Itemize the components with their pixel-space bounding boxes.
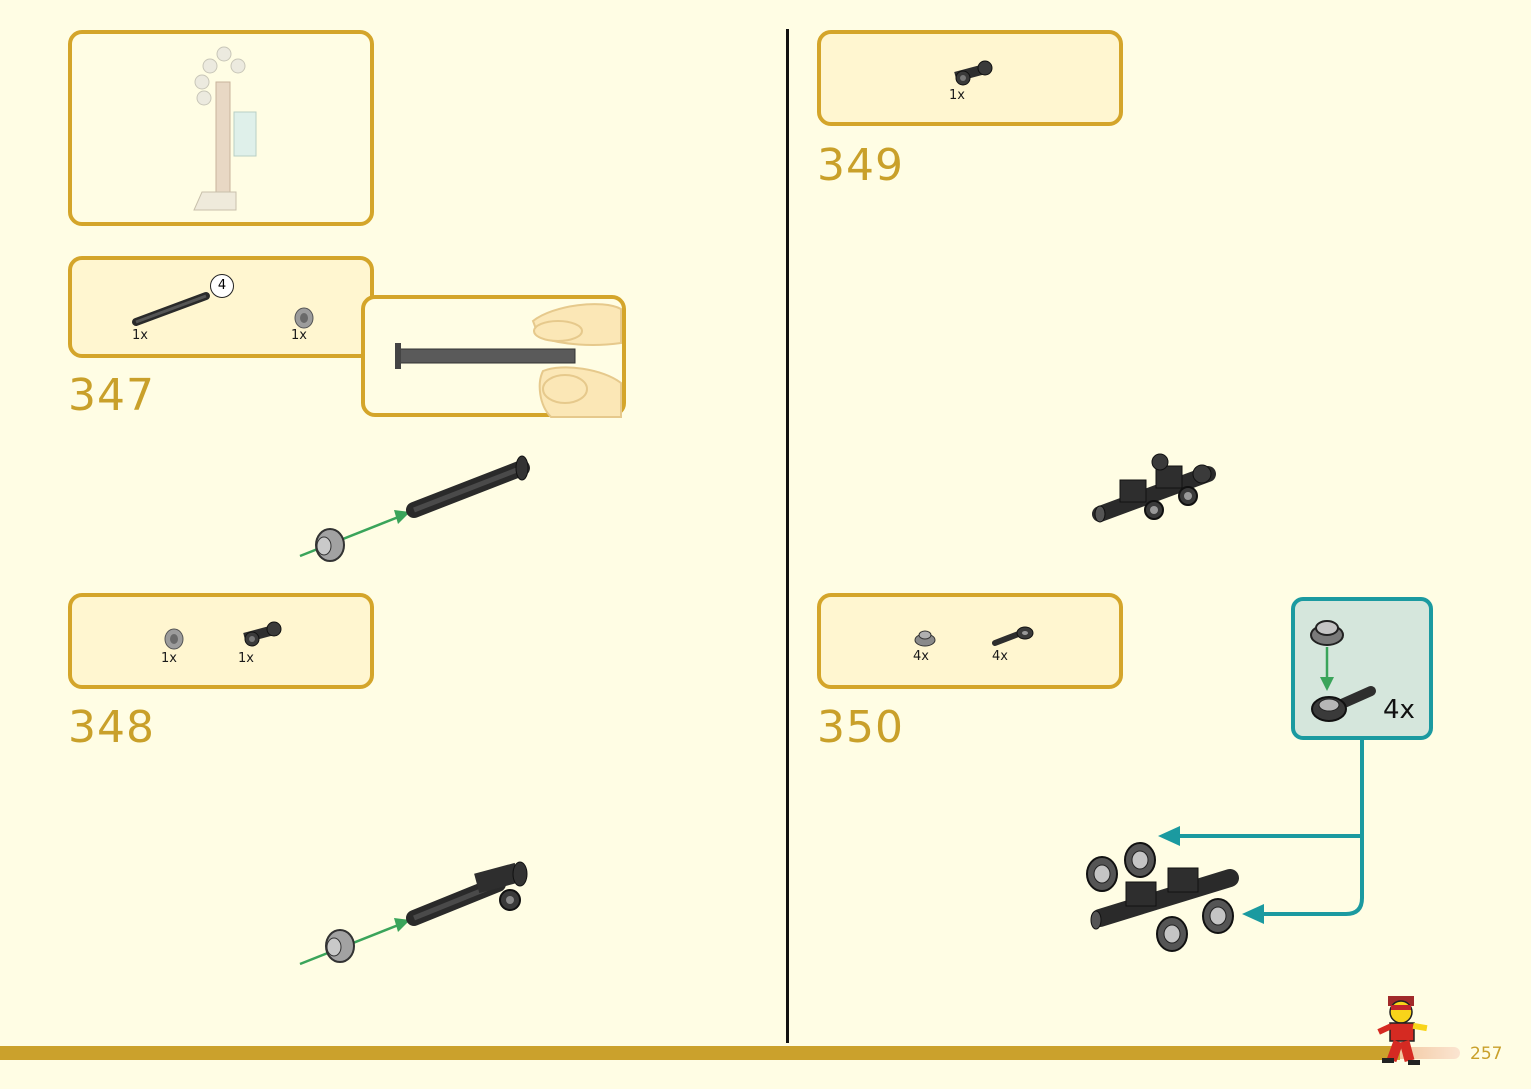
axle-connector-icon — [243, 621, 282, 647]
axle-connector-icon — [954, 60, 993, 86]
step-350-assembly-icon — [1086, 842, 1239, 952]
parts-list-348: 1x 1x — [68, 593, 374, 689]
footer-bar-fade — [1400, 1047, 1460, 1059]
part-qty: 1x — [161, 651, 177, 666]
axle-4-icon — [132, 292, 210, 326]
parts-list-347: 4 1x 1x — [68, 256, 374, 358]
part-qty: 1x — [132, 328, 148, 343]
step-number-349: 349 — [817, 140, 904, 191]
axle-length-guide-icon — [395, 303, 622, 418]
callout-arrows — [1158, 738, 1364, 924]
model-overview-panel — [68, 30, 374, 226]
bush-icon — [164, 628, 184, 650]
minifig-mascot-icon — [1377, 996, 1428, 1065]
parts-list-349: 1x — [817, 30, 1123, 126]
step-number-347: 347 — [68, 370, 155, 421]
part-qty: 4x — [992, 649, 1008, 664]
step-348-assembly-icon — [299, 861, 528, 966]
part-qty: 4x — [913, 649, 929, 664]
page-divider — [786, 29, 789, 1043]
step-349-assembly-icon — [1092, 453, 1216, 523]
parts-list-350: 4x 4x — [817, 593, 1123, 689]
step-number-350: 350 — [817, 702, 904, 753]
part-qty: 1x — [291, 328, 307, 343]
bush-icon — [294, 307, 314, 329]
bar-holder-clip-icon — [992, 626, 1034, 646]
part-qty: 1x — [949, 88, 965, 103]
axle-length-callout — [361, 295, 626, 418]
round-plate-icon — [914, 630, 936, 647]
axle-length-badge: 4 — [210, 274, 234, 298]
subassembly-qty: 4x — [1383, 695, 1415, 725]
part-qty: 1x — [238, 651, 254, 666]
step-347-assembly-icon — [299, 455, 530, 562]
subassembly-icon — [1310, 620, 1376, 722]
subassembly-callout: 4x — [1291, 597, 1433, 740]
step-number-348: 348 — [68, 702, 155, 753]
street-lamp-model-icon — [193, 46, 257, 211]
page-number: 257 — [1470, 1044, 1503, 1064]
footer-bar — [0, 1046, 1400, 1060]
